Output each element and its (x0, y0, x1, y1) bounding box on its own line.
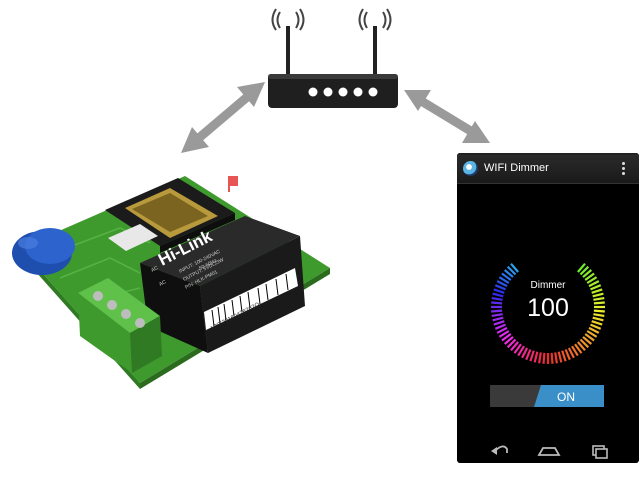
dial-tick (586, 276, 598, 284)
dial-tick (491, 297, 503, 301)
dial-tick (584, 272, 595, 281)
dial-tick (557, 351, 563, 363)
dial-tick (590, 284, 602, 291)
router-antenna-right (358, 8, 392, 78)
dial-tick (498, 276, 510, 284)
dial-tick (501, 272, 512, 281)
dial-tick (571, 345, 579, 357)
router-module-arrow (181, 82, 265, 153)
green-terminal-block (78, 278, 162, 373)
dial-tick (542, 352, 546, 364)
dial-tick (593, 297, 605, 301)
dial-tick (492, 316, 504, 322)
app-logo-icon (463, 161, 478, 176)
dial-tick (491, 301, 503, 305)
dial-tick (561, 350, 567, 362)
dial-tick (593, 301, 605, 305)
dial-tick (492, 292, 504, 298)
app-action-bar: WIFI Dimmer (457, 155, 639, 184)
router-antenna-left (271, 8, 305, 78)
smartphone: WIFI Dimmer Dimmer 100 ON (457, 153, 639, 463)
dial-tick (554, 352, 558, 364)
dial-tick (501, 333, 512, 342)
module-ac-label-2: AC (158, 279, 167, 288)
dial-tick (521, 347, 529, 359)
dial-tick (496, 280, 508, 288)
dial-tick (498, 330, 510, 338)
dial-tick (517, 345, 525, 357)
dial-tick (503, 336, 514, 345)
dimmer-dial[interactable] (457, 183, 639, 383)
blue-capacitor (12, 228, 75, 275)
dial-tick (592, 316, 604, 322)
home-icon[interactable] (537, 447, 561, 456)
dial-tick (491, 313, 503, 317)
android-navbar (491, 445, 608, 459)
wifi-router (268, 8, 398, 108)
dial-tick (506, 338, 517, 349)
white-connector (108, 224, 158, 251)
dial-tick (591, 288, 603, 294)
dial-tick (510, 262, 519, 273)
module-ac-label-1: AC (150, 265, 159, 274)
dial-tick (586, 330, 598, 338)
dial-tick (529, 350, 535, 362)
dial-tick (567, 347, 575, 359)
dial-tick (538, 352, 542, 364)
app-title: WIFI Dimmer (484, 162, 549, 174)
dial-tick (591, 320, 603, 326)
dial-tick (582, 336, 593, 345)
overflow-menu-icon[interactable] (622, 162, 626, 176)
dial-tick (584, 333, 595, 342)
power-toggle-thumb[interactable] (534, 385, 604, 407)
dial-tick (494, 323, 506, 330)
status-bar (457, 153, 639, 155)
dial-tick (593, 309, 605, 313)
router-leds (308, 87, 378, 97)
router-body (268, 74, 398, 108)
dial-tick (550, 352, 554, 364)
dial-tick (493, 288, 505, 294)
serial-sticker (204, 268, 298, 330)
dial-tick (582, 269, 593, 278)
dial-tick (592, 292, 604, 298)
dial-tick (510, 341, 519, 352)
dial-tick (564, 349, 571, 361)
dimmer-module: Hi-Link INPUT: 100-240VAC 50-60Hz OUTPUT… (12, 176, 330, 389)
dial-tick (579, 338, 590, 349)
dial-tick (588, 280, 600, 288)
dial-tick (588, 326, 600, 334)
dial-value: 100 (527, 294, 569, 322)
back-icon[interactable] (491, 445, 508, 455)
dial-tick (579, 265, 590, 276)
dial-tick (533, 351, 539, 363)
dial-tick (577, 341, 586, 352)
dial-tick (593, 313, 605, 317)
dial-tick (493, 320, 505, 326)
dial-tick (513, 343, 522, 354)
dial-tick (503, 269, 514, 278)
dial-tick (506, 265, 517, 276)
dial-label: Dimmer (530, 280, 566, 291)
dial-tick (494, 284, 506, 291)
router-phone-arrow (404, 90, 490, 143)
dial-tick (496, 326, 508, 334)
recents-icon[interactable] (592, 445, 608, 459)
dial-tick (577, 262, 586, 273)
hilink-power-module: Hi-Link INPUT: 100-240VAC 50-60Hz OUTPUT… (140, 216, 305, 353)
dial-tick (491, 309, 503, 313)
dial-tick (574, 343, 583, 354)
dial-tick (525, 349, 532, 361)
power-toggle-label: ON (557, 390, 575, 404)
dial-tick (590, 323, 602, 330)
